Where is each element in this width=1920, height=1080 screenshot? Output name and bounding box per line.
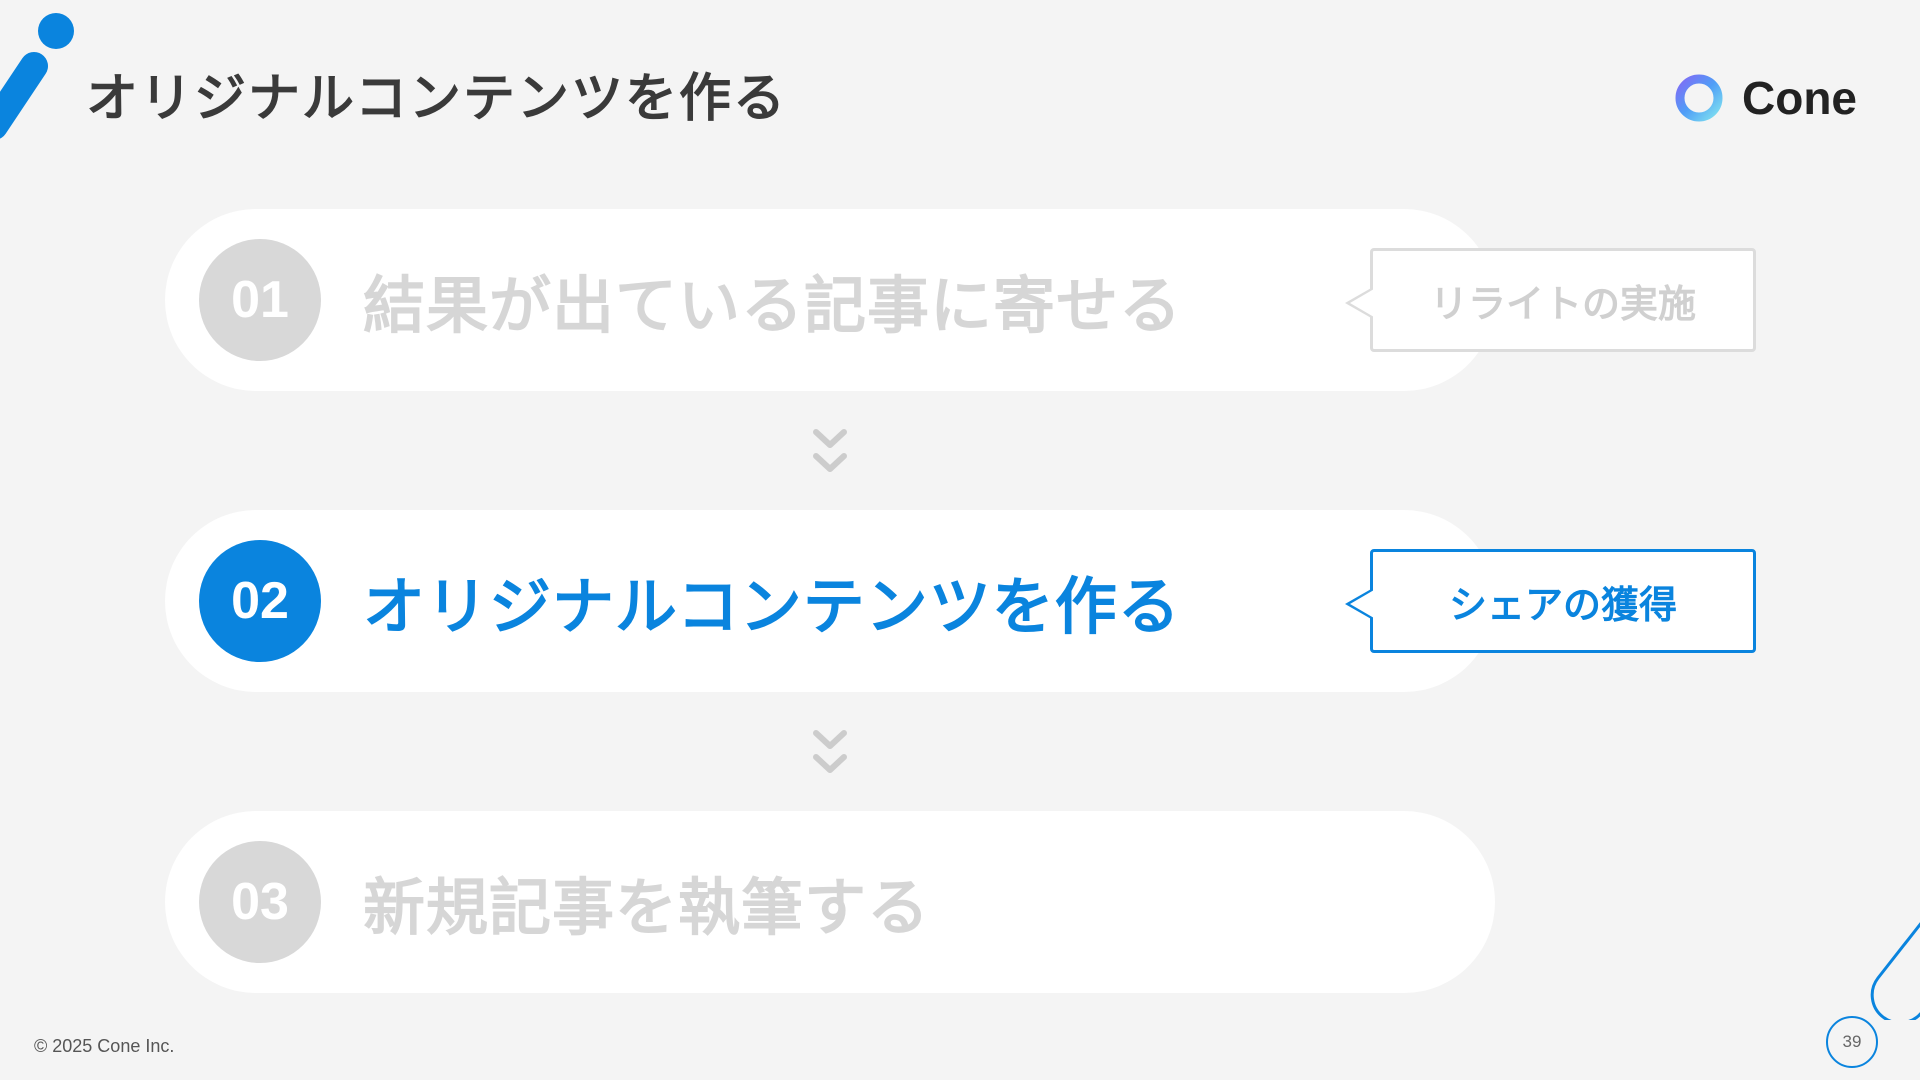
ring-logo-icon bbox=[1675, 74, 1723, 122]
step-number-badge: 03 bbox=[199, 841, 321, 963]
page-number: 39 bbox=[1826, 1016, 1878, 1068]
step-callout-1: リライトの実施 bbox=[1345, 248, 1756, 352]
page-title: オリジナルコンテンツを作る bbox=[86, 69, 787, 129]
double-chevron-down-icon bbox=[813, 429, 847, 472]
step-card-2: 02 オリジナルコンテンツを作る bbox=[165, 510, 1495, 692]
copyright-text: © 2025 Cone Inc. bbox=[34, 1036, 175, 1056]
step-card-3: 03 新規記事を執筆する bbox=[165, 811, 1495, 993]
step-label: 結果が出ている記事に寄せる bbox=[363, 269, 1183, 342]
brand-name: Cone bbox=[1742, 72, 1857, 124]
step-label: 新規記事を執筆する bbox=[363, 871, 931, 944]
double-chevron-down-icon bbox=[813, 730, 847, 773]
step-number-badge: 02 bbox=[199, 540, 321, 662]
corner-decoration-icon bbox=[0, 13, 74, 139]
step-label: オリジナルコンテンツを作る bbox=[363, 570, 1181, 643]
corner-decoration-icon bbox=[1870, 922, 1920, 1020]
step-number-badge: 01 bbox=[199, 239, 321, 361]
step-card-1: 01 結果が出ている記事に寄せる bbox=[165, 209, 1495, 391]
brand-logo: Cone bbox=[1672, 70, 1857, 126]
step-callout-2: シェアの獲得 bbox=[1345, 549, 1756, 653]
